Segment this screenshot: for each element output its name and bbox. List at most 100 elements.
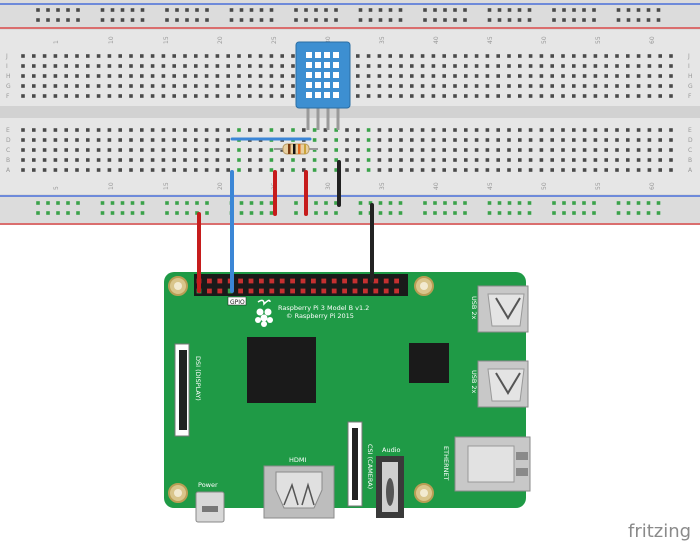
breadboard-hole	[269, 84, 274, 88]
gpio-pin[interactable]	[352, 278, 358, 284]
gpio-pin[interactable]	[331, 288, 337, 294]
breadboard-hole	[86, 168, 90, 172]
breadboard-hole	[593, 54, 598, 58]
gpio-pin[interactable]	[207, 278, 212, 284]
breadboard-hole	[323, 148, 328, 152]
gpio-pin[interactable]	[290, 278, 295, 284]
gpio-pin[interactable]	[352, 288, 358, 294]
breadboard-hole	[527, 211, 532, 215]
gpio-pin[interactable]	[217, 278, 223, 284]
gpio-pin[interactable]	[331, 278, 337, 284]
breadboard-hole	[658, 158, 662, 162]
breadboard-hole	[291, 54, 295, 58]
breadboard-hole	[561, 54, 565, 58]
resistor-band-2	[293, 144, 296, 154]
gpio-pin[interactable]	[311, 288, 316, 294]
breadboard-hole	[96, 94, 101, 98]
gpio-pin[interactable]	[207, 288, 212, 294]
gpio-pin[interactable]	[259, 278, 264, 284]
breadboard-hole	[215, 84, 220, 88]
breadboard-hole	[356, 168, 360, 172]
breadboard-hole	[172, 138, 176, 142]
gpio-pin[interactable]	[248, 288, 254, 294]
breadboard-hole	[604, 74, 608, 78]
breadboard-hole	[64, 158, 68, 162]
breadboard-hole	[75, 158, 79, 162]
bottom-power-rail	[0, 194, 700, 225]
gpio-pin[interactable]	[373, 288, 379, 294]
breadboard-hole	[345, 158, 349, 162]
gpio-pin[interactable]	[300, 288, 306, 294]
gpio-pin[interactable]	[383, 278, 389, 284]
gpio-pin[interactable]	[300, 278, 306, 284]
breadboard-hole	[410, 148, 414, 152]
gpio-pin[interactable]	[373, 278, 379, 284]
breadboard-hole	[443, 8, 447, 12]
breadboard-hole	[269, 168, 274, 172]
breadboard-hole	[64, 148, 68, 152]
breadboard-hole	[646, 18, 651, 22]
gpio-pin[interactable]	[217, 288, 223, 294]
breadboard-hole	[107, 148, 112, 152]
center-channel	[0, 106, 700, 118]
raspberry-leaf	[257, 299, 271, 306]
breadboard-hole	[229, 8, 234, 12]
col-label-bottom-1: 5	[53, 186, 60, 190]
breadboard-hole	[572, 64, 576, 68]
breadboard-hole	[518, 148, 522, 152]
breadboard-hole	[636, 211, 641, 215]
gpio-pin[interactable]	[321, 278, 327, 284]
sensor-vent	[315, 52, 321, 58]
gpio-pin[interactable]	[394, 278, 399, 284]
gpio-pin[interactable]	[290, 288, 295, 294]
gpio-pin[interactable]	[269, 288, 275, 294]
gpio-pin[interactable]	[394, 288, 399, 294]
breadboard-labels: 1 10 15 20 25 30 35 40 45 50 55 60 5 10 …	[5, 36, 693, 190]
breadboard-hole	[86, 128, 90, 132]
breadboard-hole	[474, 128, 479, 132]
gpio-pin[interactable]	[363, 288, 368, 294]
gpio-pin[interactable]	[342, 288, 347, 294]
breadboard-hole	[75, 64, 79, 68]
breadboard-hole	[312, 138, 317, 142]
breadboard-hole	[175, 18, 179, 22]
breadboard-hole	[107, 168, 112, 172]
gpio-pin[interactable]	[238, 288, 243, 294]
gpio-pin[interactable]	[311, 278, 316, 284]
gpio-pin[interactable]	[269, 278, 275, 284]
gpio-pin[interactable]	[321, 288, 327, 294]
breadboard-hole	[572, 74, 576, 78]
breadboard-hole	[626, 54, 630, 58]
breadboard-hole	[280, 128, 284, 132]
breadboard-hole	[150, 84, 155, 88]
gpio-pin[interactable]	[383, 288, 389, 294]
gpio-pin[interactable]	[259, 288, 264, 294]
breadboard-hole	[118, 128, 122, 132]
breadboard-hole	[204, 64, 209, 68]
breadboard-hole	[356, 84, 360, 88]
breadboard-hole	[280, 94, 284, 98]
dht-sensor[interactable]	[295, 41, 351, 130]
breadboard-hole	[561, 158, 565, 162]
breadboard-hole	[442, 94, 446, 98]
breadboard-hole	[194, 54, 198, 58]
breadboard-hole	[561, 94, 565, 98]
gpio-pin[interactable]	[248, 278, 254, 284]
sensor-vent	[333, 82, 339, 88]
raspberry-pi-board[interactable]: GPIO Raspberry Pi 3 Model B v1.2 © Raspb…	[164, 272, 531, 523]
breadboard-hole	[410, 158, 414, 162]
gpio-pin[interactable]	[238, 278, 243, 284]
breadboard-hole	[237, 74, 241, 78]
breadboard-hole	[539, 54, 544, 58]
breadboard-hole	[75, 138, 79, 142]
gpio-pin[interactable]	[363, 278, 368, 284]
resistor[interactable]	[274, 143, 318, 155]
gpio-pin[interactable]	[279, 278, 285, 284]
breadboard-hole	[42, 94, 47, 98]
col-label-top-35: 35	[379, 36, 386, 44]
gpio-pin[interactable]	[342, 278, 347, 284]
gpio-pin[interactable]	[279, 288, 285, 294]
row-letter-F: F	[6, 93, 10, 100]
sensor-vent	[324, 82, 330, 88]
breadboard-hole	[431, 158, 436, 162]
